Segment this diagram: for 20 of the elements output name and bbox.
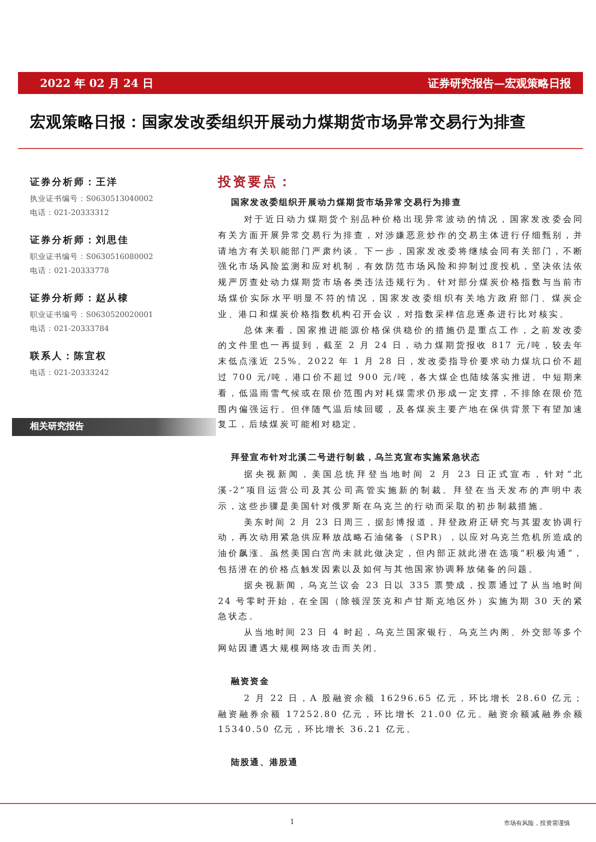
- paragraph: 2 月 22 日，A 股融资余额 16296.65 亿元，环比增长 28.60 亿元；融资融券余额 17252.80 亿元，环比增长 21.00 亿元。融资余额减融券余额 15340.50 亿元，环比增长 36.21 亿元。: [218, 692, 584, 738]
- paragraph: 对于近日动力煤期货个别品种价格出现异常波动的情况，国家发改委会同有关方面开展异常交易行为排查，对涉嫌恶意炒作的交易主体进行仔细甄别，并请地方有关职能部门严肃约谈。下一步，国家发改委将继续会同有关部门，不断强化市场风险监测和应对机制，有效防范市场风险和抑制过度投机，坚决依法依规严厉查处动力煤期货市场各类违法违规行为。针对部分煤炭价格指数与当前市场煤价实际水平明显不符的情况，国家发改委组织有关地方政府部门、煤炭企业、港口和煤炭价格指数机构召开会议，对指数采样信息逐条进行比对核实。: [218, 214, 584, 322]
- header-report-type: 证券研究报告—宏观策略日报: [428, 76, 571, 91]
- subsection-heading: 陆股通、港股通: [230, 757, 300, 770]
- paragraph: 据央视新闻，乌克兰议会 23 日以 335 票赞成，投票通过了从当地时间 24 号零时开始，在全国（除顿涅茨克和卢甘斯克地区外）实施为期 30 天的紧急状态。: [218, 580, 584, 624]
- analyst-name: 证券分析师：王洋: [30, 176, 119, 189]
- section-title: 投资要点：: [218, 174, 294, 191]
- analyst-name: 证券分析师：刘思佳: [30, 234, 130, 247]
- report-title: 宏观策略日报：国家发改委组织开展动力煤期货市场异常交易行为排查: [30, 112, 526, 133]
- subsection-heading: 融资资金: [230, 676, 270, 688]
- paragraph: 据央视新闻，美国总统拜登当地时间 2 月 23 日正式宣布，针对“北溪-2”项目运营公司及其公司高管实施新的制裁。拜登在当天发布的声明中表示，这些步骤是美国针对俄罗斯在乌克兰的行动而采取的初步制裁措施。: [218, 468, 584, 514]
- section-tab: 相关研究报告: [12, 418, 216, 436]
- paragraph: 从当地时间 23 日 4 时起，乌克兰国家银行、乌克兰内阁、外交部等多个网站因遭遇大规模网络攻击而关闭。: [218, 626, 584, 656]
- paragraph: 总体来看，国家推进能源价格保供稳价的措施仍是重点工作，之前发改委的文件里也一再提到，截至 2 月 24 日，动力煤期货报收 817 元/吨，较去年末低点涨近 25%。2022 年 1 月 28 日，发改委指导价要求动力煤坑口价不超过 700 元/吨，港口价不超过 900 元/吨，各大煤企也陆续落实推进。中短期来看，低温雨雪气候或在限价范围内对耗煤需求仍形成一定支撑，不排除在限价范围内偏强运行。但伴随气温后续回暖，及各煤炭主要产地在保供背景下有望加速复工，后续煤炭可能相对稳定。: [218, 324, 584, 432]
- header-date: 2022 年 02 月 24 日: [40, 76, 154, 91]
- analyst-name: 联系人：陈宜权: [30, 350, 108, 363]
- analyst-name: 证券分析师：赵从棣: [30, 292, 130, 305]
- paragraph: 美东时间 2 月 23 日周三，据彭博报道，拜登政府正研究与其盟友协调行动，再次动用紧急供应释放战略石油储备（SPR），以应对乌克兰危机所造成的油价飙涨。虽然美国白宫尚未就此做决定，但内部正就此潜在选项“积极沟通”，包括潜在的价格点触发因素以及如何与其他国家协调释放储备的问题。: [218, 516, 584, 577]
- subsection-heading: 国家发改委组织开展动力煤期货市场异常交易行为排查: [230, 197, 462, 209]
- subsection-heading: 拜登宣布针对北溪二号进行制裁，乌兰克宣布实施紧急状态: [230, 452, 482, 464]
